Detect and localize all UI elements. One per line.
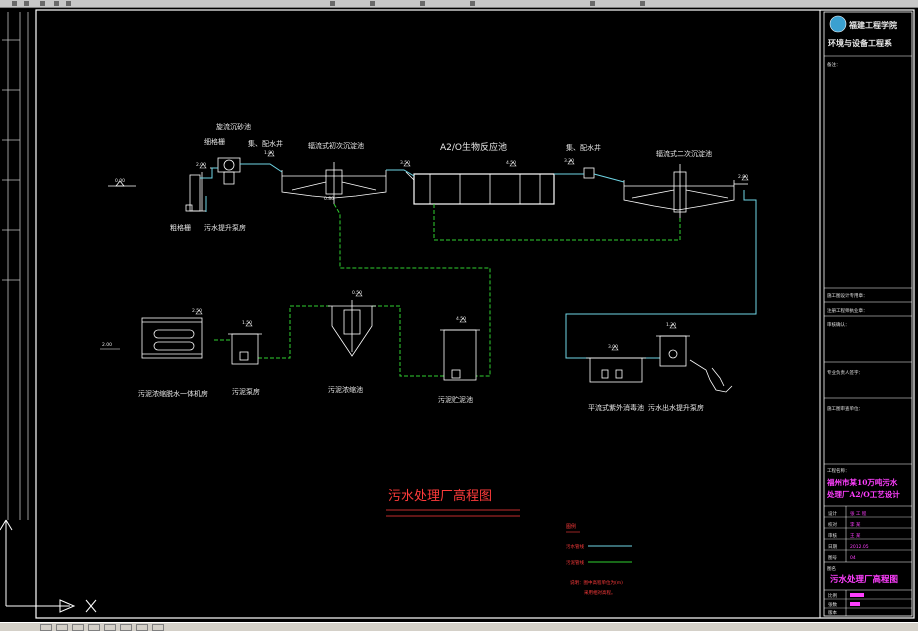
- level-8: 1.50: [242, 320, 252, 326]
- legend: 图例 污水管线 污泥管线 说明：图中高程单位为(m) 采用相对高程。: [566, 523, 632, 596]
- sewage-pipes-upper: [200, 163, 757, 359]
- label-thickener: 污泥浓缩池: [328, 385, 363, 394]
- legend-note1: 说明：图中高程单位为(m): [570, 579, 623, 586]
- ucs-icon: [0, 519, 97, 613]
- drawing-label: 图名: [827, 565, 836, 572]
- title-block: 福建工程学院 环境与设备工程系 备注： 施工图设计专用章： 注册工程师执业章： …: [819, 10, 913, 618]
- toolbar-icon[interactable]: [370, 1, 375, 6]
- label-lift-pump: 污水提升泵房: [204, 223, 246, 232]
- dept-name: 环境与设备工程系: [828, 38, 892, 48]
- tb-row-1: 施工图设计专用章：: [827, 292, 868, 299]
- toolbar-icon[interactable]: [66, 1, 71, 6]
- toolbar-icon[interactable]: [590, 1, 595, 6]
- lower-process: [141, 300, 733, 393]
- level-14: 0.80: [324, 196, 334, 202]
- label-coarse-screen: 粗格栅: [170, 223, 191, 232]
- info-key-2: 校对: [828, 521, 837, 528]
- info-val-4: 2012.05: [850, 544, 869, 550]
- info-key-3: 审核: [828, 532, 837, 539]
- cad-toolbar: [0, 0, 918, 8]
- level-9: 0.50: [352, 290, 362, 296]
- label-belt-press: 污泥浓缩脱水一体机房: [138, 389, 208, 398]
- label-digester: 污泥贮泥池: [438, 395, 473, 404]
- label-secondary-clar: 辐流式二次沉淀池: [656, 149, 712, 158]
- left-ruler: [2, 12, 29, 520]
- info-val-1: 张 工 程: [850, 510, 867, 517]
- bottom-row-1: 比例: [828, 592, 837, 599]
- label-a2o: A2/O生物反应池: [440, 141, 507, 153]
- bottom-row-2: 张数: [828, 601, 837, 608]
- label-disinfect: 平流式紫外消毒池: [588, 403, 644, 412]
- drawing-main-title: 污水处理厂高程图: [388, 488, 492, 504]
- level-10: 4.50: [456, 316, 466, 322]
- level-4: 4.50: [506, 160, 516, 166]
- level-2: 1.80: [264, 150, 274, 156]
- legend-note2: 采用相对高程。: [584, 589, 616, 596]
- label-grit: 旋流沉砂池: [216, 122, 251, 131]
- info-val-2: 李 某: [850, 521, 861, 528]
- legend-sewage-label: 污水管线: [566, 543, 584, 550]
- level-6: 2.80: [738, 174, 748, 180]
- info-val-3: 王 某: [850, 533, 861, 539]
- legend-title: 图例: [566, 523, 576, 530]
- upper-process: [108, 157, 748, 218]
- level-11: 3.00: [608, 344, 618, 350]
- label-screen: 细格栅: [204, 137, 225, 146]
- drawing-frame: [35, 9, 915, 619]
- legend-sludge-label: 污泥管线: [566, 559, 584, 566]
- level-13: 2.00: [102, 342, 112, 348]
- status-bar: [0, 622, 918, 631]
- info-val-5: 04: [850, 555, 856, 561]
- toolbar-icon[interactable]: [12, 1, 17, 6]
- remark-label: 备注：: [827, 61, 841, 68]
- level-12: 1.20: [666, 322, 676, 328]
- level-7: 2.50: [192, 308, 202, 314]
- level-5: 3.20: [564, 158, 574, 164]
- tb-row-3: 审核确认：: [827, 321, 850, 328]
- label-mix-well1: 集、配水井: [248, 139, 283, 148]
- label-outfall-pump: 污水出水提升泵房: [648, 403, 704, 412]
- label-sludge-pump: 污泥泵房: [232, 387, 260, 396]
- label-mix-well2: 集、配水井: [566, 143, 601, 152]
- label-primary-clar: 辐流式初次沉淀池: [308, 141, 364, 150]
- toolbar-icon[interactable]: [640, 1, 645, 6]
- info-key-5: 图号: [828, 555, 837, 561]
- sludge-pipes: [214, 203, 681, 377]
- level-3: 3.50: [400, 160, 410, 166]
- drawing-canvas[interactable]: 福建工程学院 环境与设备工程系 备注： 施工图设计专用章： 注册工程师执业章： …: [0, 8, 918, 622]
- level-1: 2.00: [196, 162, 206, 168]
- toolbar-icon[interactable]: [54, 1, 59, 6]
- level-0: 0.00: [115, 178, 125, 184]
- tb-row-5: 施工图审查单位：: [827, 405, 863, 412]
- tb-row-2: 注册工程师执业章：: [827, 307, 868, 314]
- toolbar-icon[interactable]: [330, 1, 335, 6]
- drawing-name: 污水处理厂高程图: [830, 574, 898, 585]
- project-label: 工程名称：: [827, 467, 850, 474]
- project-name-2: 处理厂A2/O工艺设计: [826, 489, 900, 499]
- tb-row-4: 专业负责人签字：: [827, 369, 863, 376]
- school-name: 福建工程学院: [848, 20, 897, 30]
- bottom-row-3: 版本: [828, 609, 837, 616]
- level-markers: [195, 151, 749, 351]
- toolbar-icon[interactable]: [40, 1, 45, 6]
- toolbar-icon[interactable]: [24, 1, 29, 6]
- toolbar-icon[interactable]: [420, 1, 425, 6]
- school-logo: [829, 15, 847, 33]
- info-key-4: 日期: [828, 544, 837, 550]
- toolbar-icon[interactable]: [470, 1, 475, 6]
- project-name-1: 福州市某10万吨污水: [826, 477, 898, 487]
- info-key-1: 设计: [828, 510, 837, 517]
